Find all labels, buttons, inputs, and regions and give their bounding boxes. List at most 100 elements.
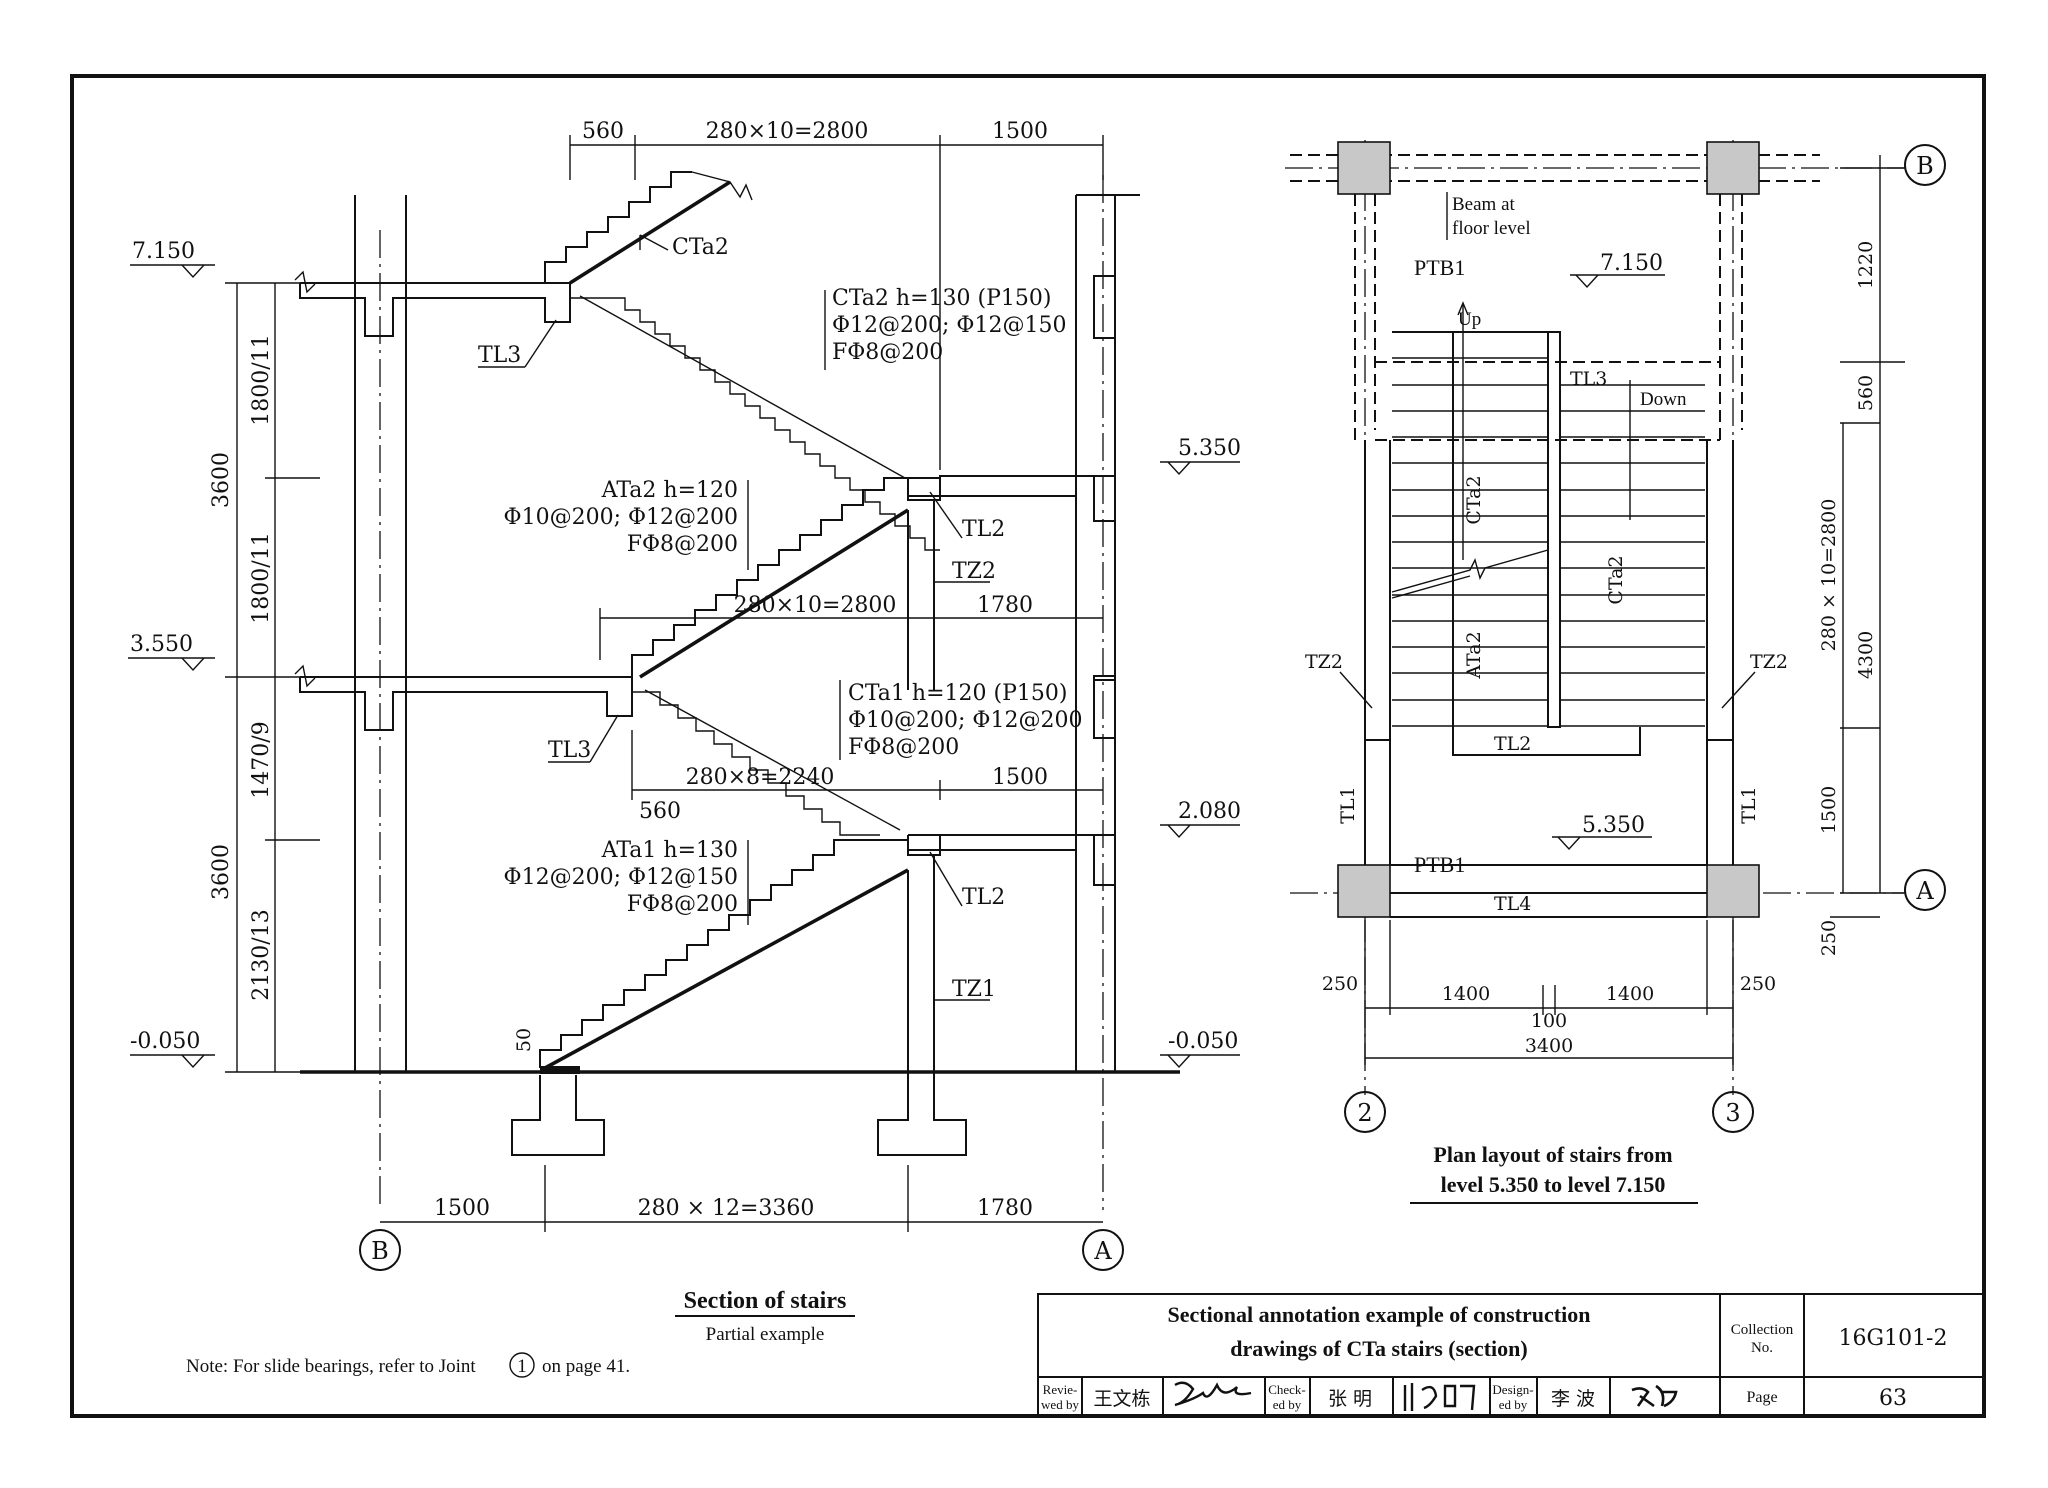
dim-1780-mid: 1780	[977, 593, 1033, 618]
vdim-1800-a: 1800/11	[249, 334, 274, 425]
beam-label-line1: Beam at	[1452, 194, 1516, 215]
cta1-note-line2: Φ10@200; Φ12@200	[848, 708, 1082, 733]
plan-hdim-1400-left: 1400	[1442, 983, 1490, 1005]
elevation-marker-7150: 7.150	[130, 239, 215, 279]
vdim-3600-a: 3600	[209, 452, 234, 508]
column-b3	[1706, 141, 1760, 195]
reviewed-label-2: wed by	[1041, 1397, 1079, 1412]
ata2-note-line1: ATa2 h=120	[601, 478, 738, 503]
plan-axis-2-label: 2	[1357, 1099, 1372, 1127]
ata2-note-line2: Φ10@200; Φ12@200	[504, 505, 738, 530]
signature-reviewed	[1174, 1381, 1252, 1407]
plan-hdim-1400-right: 1400	[1606, 983, 1654, 1005]
ptb1-bottom-label: PTB1	[1414, 852, 1465, 877]
ptb1-top-label: PTB1	[1414, 255, 1465, 280]
reviewed-name: 王文栋	[1093, 1388, 1150, 1410]
dim-1780-bottom: 1780	[977, 1196, 1033, 1221]
dim-1500-low: 1500	[992, 765, 1048, 790]
svg-text:2.080: 2.080	[1178, 799, 1241, 824]
drawing-title-line1: Sectional annotation example of construc…	[1168, 1302, 1591, 1327]
dim-560-low: 560	[639, 799, 681, 824]
signature-checked	[1403, 1383, 1476, 1411]
joint-bubble	[509, 1352, 535, 1378]
column-b2	[1337, 141, 1391, 195]
plan-axis-3-label: 3	[1725, 1099, 1740, 1127]
elevation-marker-5350: 5.350	[1160, 436, 1241, 476]
cta2-stair-label: CTa2	[672, 235, 729, 260]
svg-text:-0.050: -0.050	[130, 1029, 200, 1054]
cta2-note-line1: CTa2 h=130 (P150)	[832, 286, 1051, 311]
ata1-note-line3: FΦ8@200	[627, 892, 738, 917]
plan-axis-a-label: A	[1915, 877, 1934, 905]
collection-label-2: No.	[1751, 1340, 1773, 1356]
axis-b-bubble	[359, 1229, 401, 1271]
plan-title-line1: Plan layout of stairs from	[1433, 1142, 1672, 1167]
drawing-title-line2: drawings of CTa stairs (section)	[1230, 1336, 1527, 1361]
ata1-note-line1: ATa1 h=130	[601, 838, 738, 863]
checked-name: 张 明	[1328, 1388, 1372, 1410]
svg-text:-0.050: -0.050	[1168, 1029, 1238, 1054]
plan-tz2-right-label: TZ2	[1750, 651, 1788, 673]
plan-vdim-560: 560	[1855, 375, 1877, 411]
designed-name: 李 波	[1551, 1388, 1595, 1410]
checked-label-2: ed by	[1273, 1397, 1302, 1412]
cta1-note-line3: FΦ8@200	[848, 735, 959, 760]
plan-cta2-left-label: CTa2	[1463, 475, 1485, 524]
axis-a-label: A	[1093, 1237, 1112, 1265]
page-number: 63	[1879, 1386, 1907, 1411]
beam-label-line2: floor level	[1452, 218, 1531, 239]
dim-2800-mid: 280×10=2800	[734, 593, 897, 618]
plan-tl3-label: TL3	[1570, 368, 1607, 390]
designed-label-2: ed by	[1499, 1397, 1528, 1412]
tz2-label: TZ2	[952, 559, 996, 584]
ata2-note-line3: FΦ8@200	[627, 532, 738, 557]
cta2-note-line2: Φ12@200; Φ12@150	[832, 313, 1066, 338]
plan-hdim-100: 100	[1531, 1010, 1567, 1032]
elevation-marker-m0050-right: -0.050	[1160, 1029, 1240, 1069]
section-title: Section of stairs	[684, 1288, 847, 1314]
plan-hdim-250-right: 250	[1740, 973, 1776, 995]
vdim-3600-b: 3600	[209, 844, 234, 900]
checked-label-1: Check-	[1268, 1382, 1306, 1397]
column-a2	[1337, 864, 1391, 918]
plan-axis-2-bubble	[1344, 1091, 1386, 1133]
tl2-lower-label: TL2	[962, 885, 1005, 910]
dim-1500-bottom: 1500	[434, 1196, 490, 1221]
plan-tz2-left-label: TZ2	[1305, 651, 1343, 673]
vdim-1800-b: 1800/11	[249, 532, 274, 623]
plan-vdim-2800: 280 × 10=2800	[1818, 499, 1840, 652]
sheet-border	[70, 74, 1986, 1418]
elevation-marker-2080: 2.080	[1160, 799, 1241, 839]
elevation-marker-m0050-left: -0.050	[130, 1029, 215, 1069]
section-subtitle: Partial example	[706, 1324, 825, 1345]
section-view: 560 280×10=2800 1500 280×10=2800 1780 56…	[128, 119, 1241, 1378]
axis-b-label: B	[371, 1237, 389, 1265]
note-text: Note: For slide bearings, refer to Joint	[186, 1356, 476, 1377]
signature-designed	[1631, 1384, 1678, 1408]
svg-text:7.150: 7.150	[132, 239, 195, 264]
plan-elev-top: 7.150	[1600, 251, 1663, 276]
vdim-2130: 2130/13	[249, 909, 274, 1000]
plan-vdim-250: 250	[1818, 920, 1840, 956]
tl2-upper-label: TL2	[962, 517, 1005, 542]
column-a3	[1706, 864, 1760, 918]
dim-3360: 280 × 12=3360	[638, 1196, 815, 1221]
designed-label-1: Design-	[1492, 1382, 1533, 1397]
plan-down-label: Down	[1640, 389, 1687, 410]
plan-vdim-1500: 1500	[1818, 786, 1840, 834]
plan-hdim-3400: 3400	[1525, 1035, 1573, 1057]
svg-text:3.550: 3.550	[130, 632, 193, 657]
reviewed-label-1: Revie-	[1043, 1382, 1078, 1397]
plan-tl1-left-label: TL1	[1337, 786, 1359, 823]
svg-text:5.350: 5.350	[1178, 436, 1241, 461]
tz1-label: TZ1	[952, 977, 996, 1002]
axis-a-bubble	[1082, 1229, 1124, 1271]
collection-label-1: Collection	[1731, 1322, 1794, 1338]
cta2-note-line3: FΦ8@200	[832, 340, 943, 365]
plan-cta2-right-label: CTa2	[1605, 555, 1627, 604]
plan-ata2-label: ATa2	[1463, 631, 1485, 679]
tl3-lower-label: TL3	[548, 738, 591, 763]
plan-vdim-1220: 1220	[1855, 241, 1877, 289]
dim-50: 50	[513, 1028, 535, 1052]
